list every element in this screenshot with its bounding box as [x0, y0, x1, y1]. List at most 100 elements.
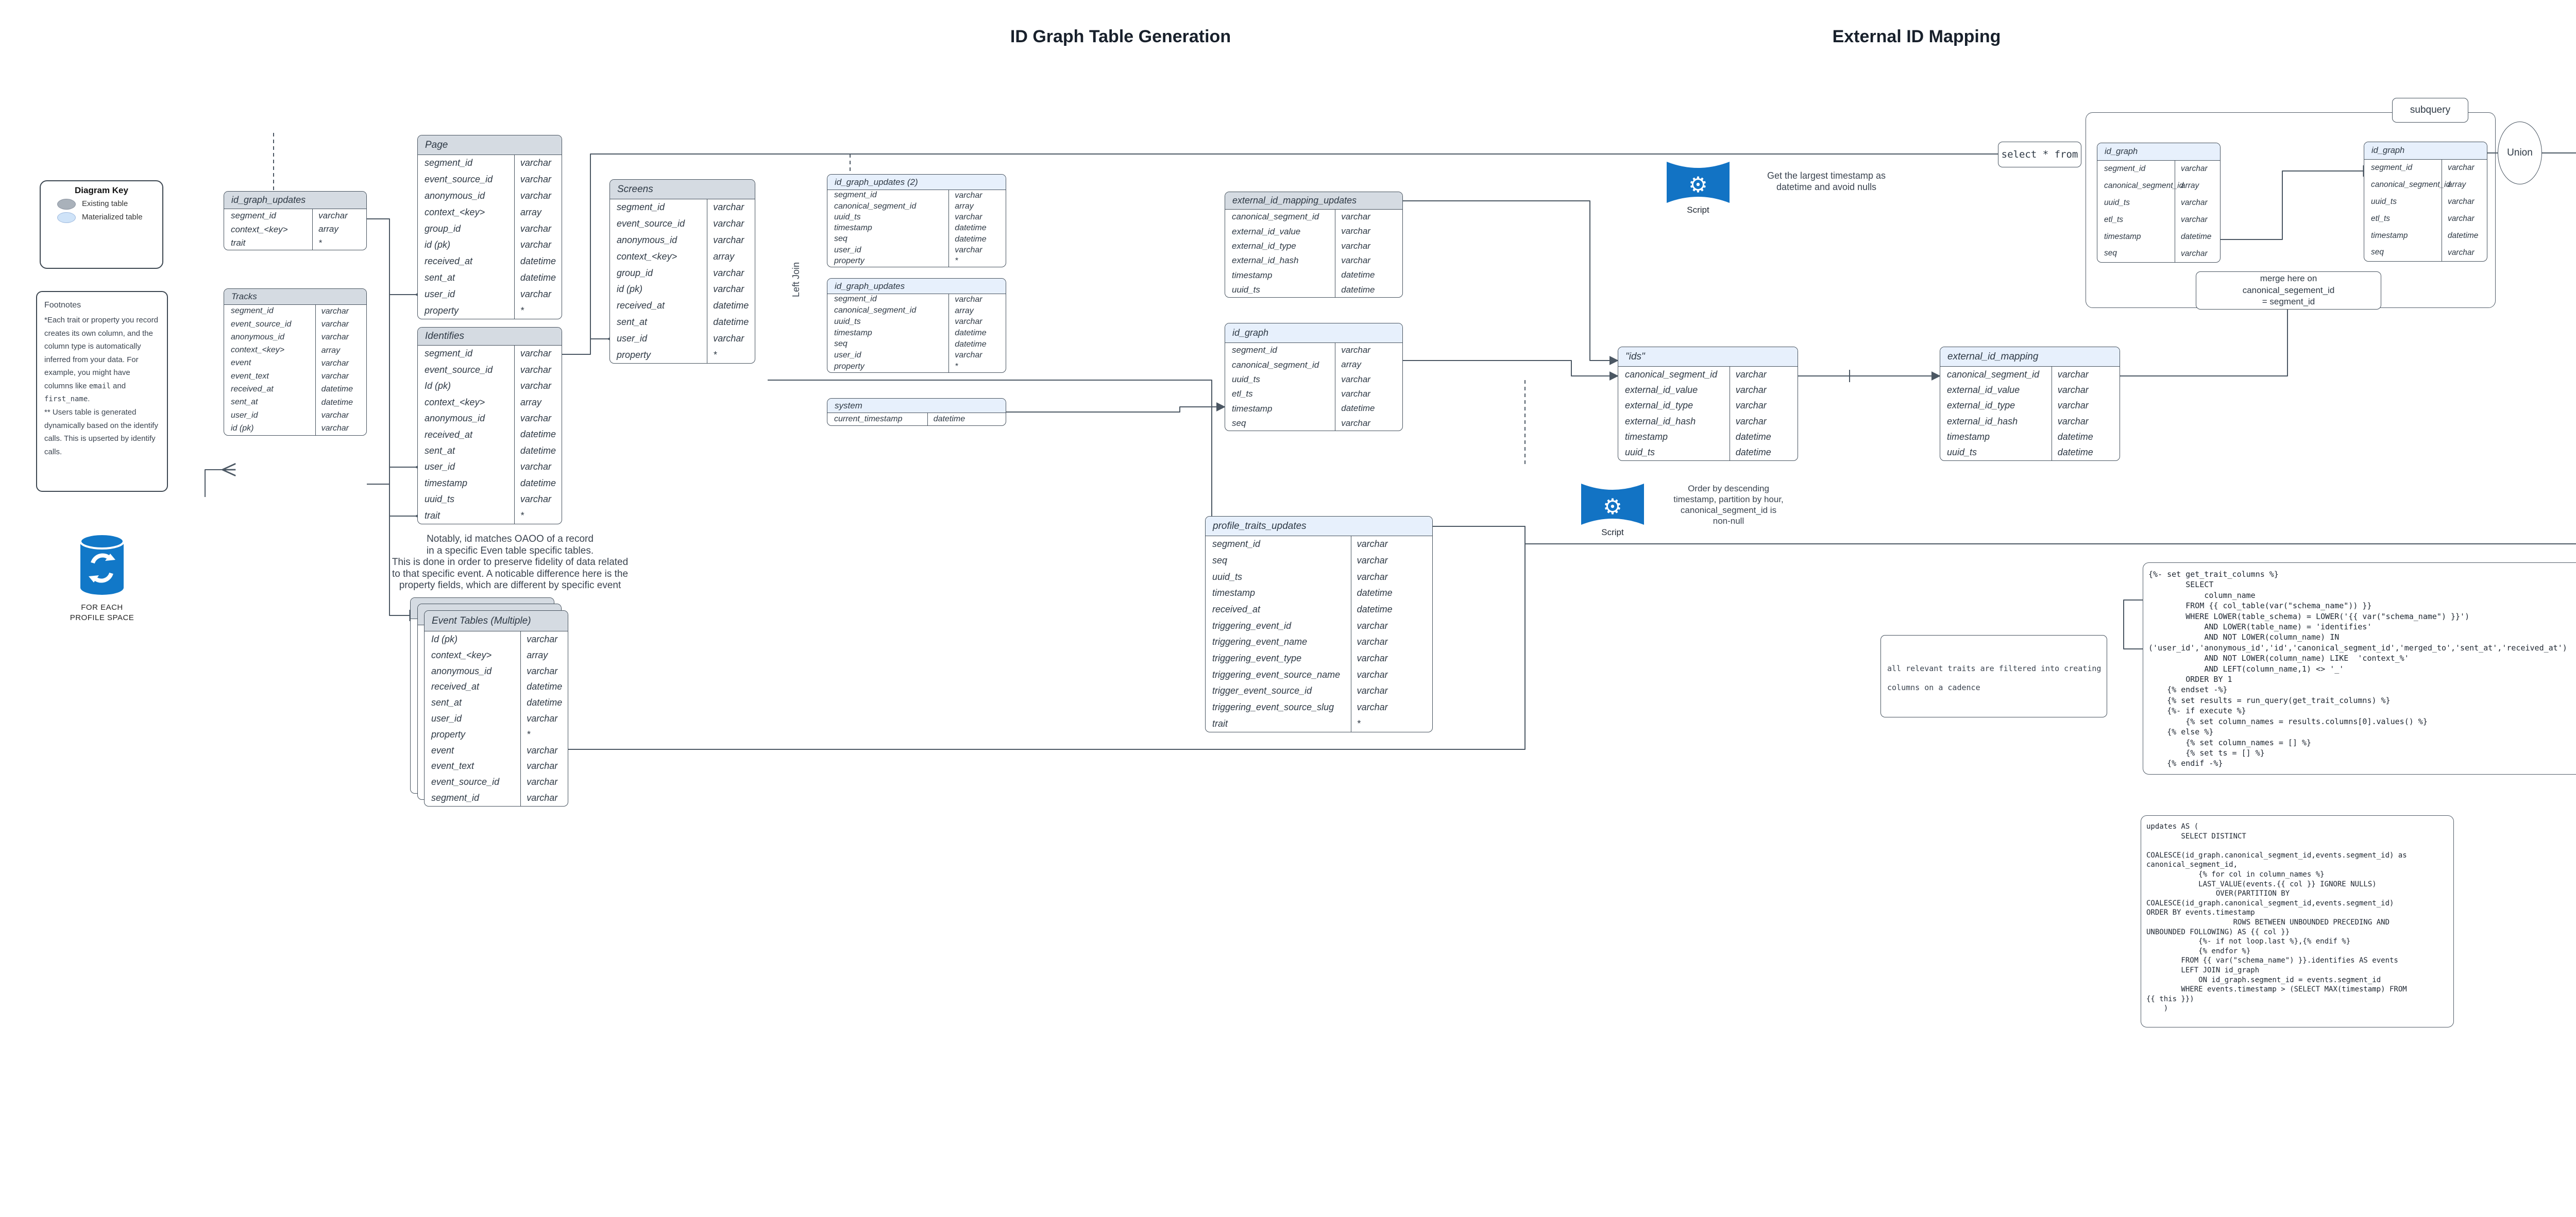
field-type: datetime — [2051, 429, 2120, 445]
field-name: segment_id — [2104, 164, 2146, 174]
field-type: datetime — [514, 475, 562, 492]
footnotes[interactable]: Footnotes *Each trait or property you re… — [36, 291, 168, 492]
field-type: varchar — [948, 294, 1006, 305]
field-name: id (pk) — [617, 284, 643, 295]
field-name: user_id — [617, 333, 648, 344]
for-each-profile-space-icon[interactable] — [78, 533, 126, 596]
connector — [562, 153, 1998, 355]
field-row: id (pk)varchar — [610, 281, 755, 298]
field-name: Id (pk) — [431, 633, 458, 644]
table-title-id-graph-mid: id_graph — [1225, 323, 1402, 343]
subquery-label[interactable]: subquery — [2392, 98, 2468, 123]
field-name: seq — [834, 339, 848, 349]
field-type: datetime — [948, 234, 1006, 245]
field-name: trait — [1212, 718, 1228, 729]
table-title-identifies: Identifies — [418, 328, 562, 346]
field-type: array — [2441, 176, 2487, 194]
table-title-profile-traits-updates: profile_traits_updates — [1206, 517, 1432, 536]
table-external-id-mapping[interactable]: external_id_mapping canonical_segment_id v… — [1940, 347, 2120, 461]
script-2-icon[interactable]: ⚙ — [1581, 484, 1644, 525]
field-name: external_id_hash — [1232, 255, 1299, 266]
table-title-external-id-mapping: external_id_mapping — [1940, 347, 2120, 367]
script-1-icon[interactable]: ⚙ — [1667, 162, 1730, 203]
field-name: triggering_event_name — [1212, 637, 1308, 647]
union-node[interactable]: Union — [2498, 122, 2542, 184]
sql-updates-cte[interactable]: updates AS ( SELECT DISTINCT COALESCE(id… — [2141, 815, 2454, 1027]
sql-get-trait-columns[interactable]: {%- set get_trait_columns %} SELECT colu… — [2143, 562, 2576, 775]
field-type: array — [1335, 357, 1402, 372]
field-type: varchar — [514, 236, 562, 253]
field-name: triggering_event_source_name — [1212, 669, 1341, 680]
field-name: event_source_id — [425, 174, 493, 185]
field-name: segment_id — [425, 158, 473, 168]
field-type: varchar — [514, 459, 562, 475]
field-name: canonical_segment_id — [834, 201, 917, 211]
field-type: varchar — [514, 155, 562, 172]
field-row: Id (pk)varchar — [425, 631, 568, 647]
field-name: canonical_segment_id — [834, 306, 917, 315]
field-type: array — [948, 305, 1006, 317]
field-name: uuid_ts — [1232, 374, 1260, 384]
table-title-id-graph-ext-1: id_graph — [2097, 143, 2220, 161]
field-name: id (pk) — [231, 423, 254, 433]
select-from-label[interactable]: select * from — [1998, 142, 2081, 167]
field-type: datetime — [948, 222, 1006, 234]
field-type: varchar — [520, 758, 568, 775]
field-name: uuid_ts — [425, 494, 455, 505]
field-type: array — [948, 201, 1006, 212]
field-row: property* — [418, 302, 562, 319]
table-title-ids: "ids" — [1618, 347, 1798, 367]
field-type: datetime — [948, 338, 1006, 350]
field-row: context_<key>array — [224, 222, 366, 236]
note-line: non-null — [1713, 516, 1744, 526]
field-type: * — [948, 361, 1006, 372]
field-type: varchar — [315, 409, 366, 422]
field-type: varchar — [1729, 367, 1798, 383]
field-type: varchar — [2051, 367, 2120, 383]
diagram-key[interactable]: Diagram Key Existing table Materialized … — [40, 180, 163, 269]
field-type: * — [312, 236, 366, 250]
field-name: trait — [231, 237, 246, 248]
field-name: timestamp — [834, 224, 872, 233]
left-join-vertical-label[interactable]: Left Join — [790, 262, 801, 298]
field-name: sent_at — [425, 445, 455, 456]
field-name: external_id_type — [1947, 400, 2015, 411]
field-name: uuid_ts — [1212, 571, 1243, 582]
field-name: canonical_segment_id — [1947, 369, 2040, 380]
connector — [1006, 402, 1226, 413]
field-name: trigger_event_source_id — [1212, 685, 1312, 696]
